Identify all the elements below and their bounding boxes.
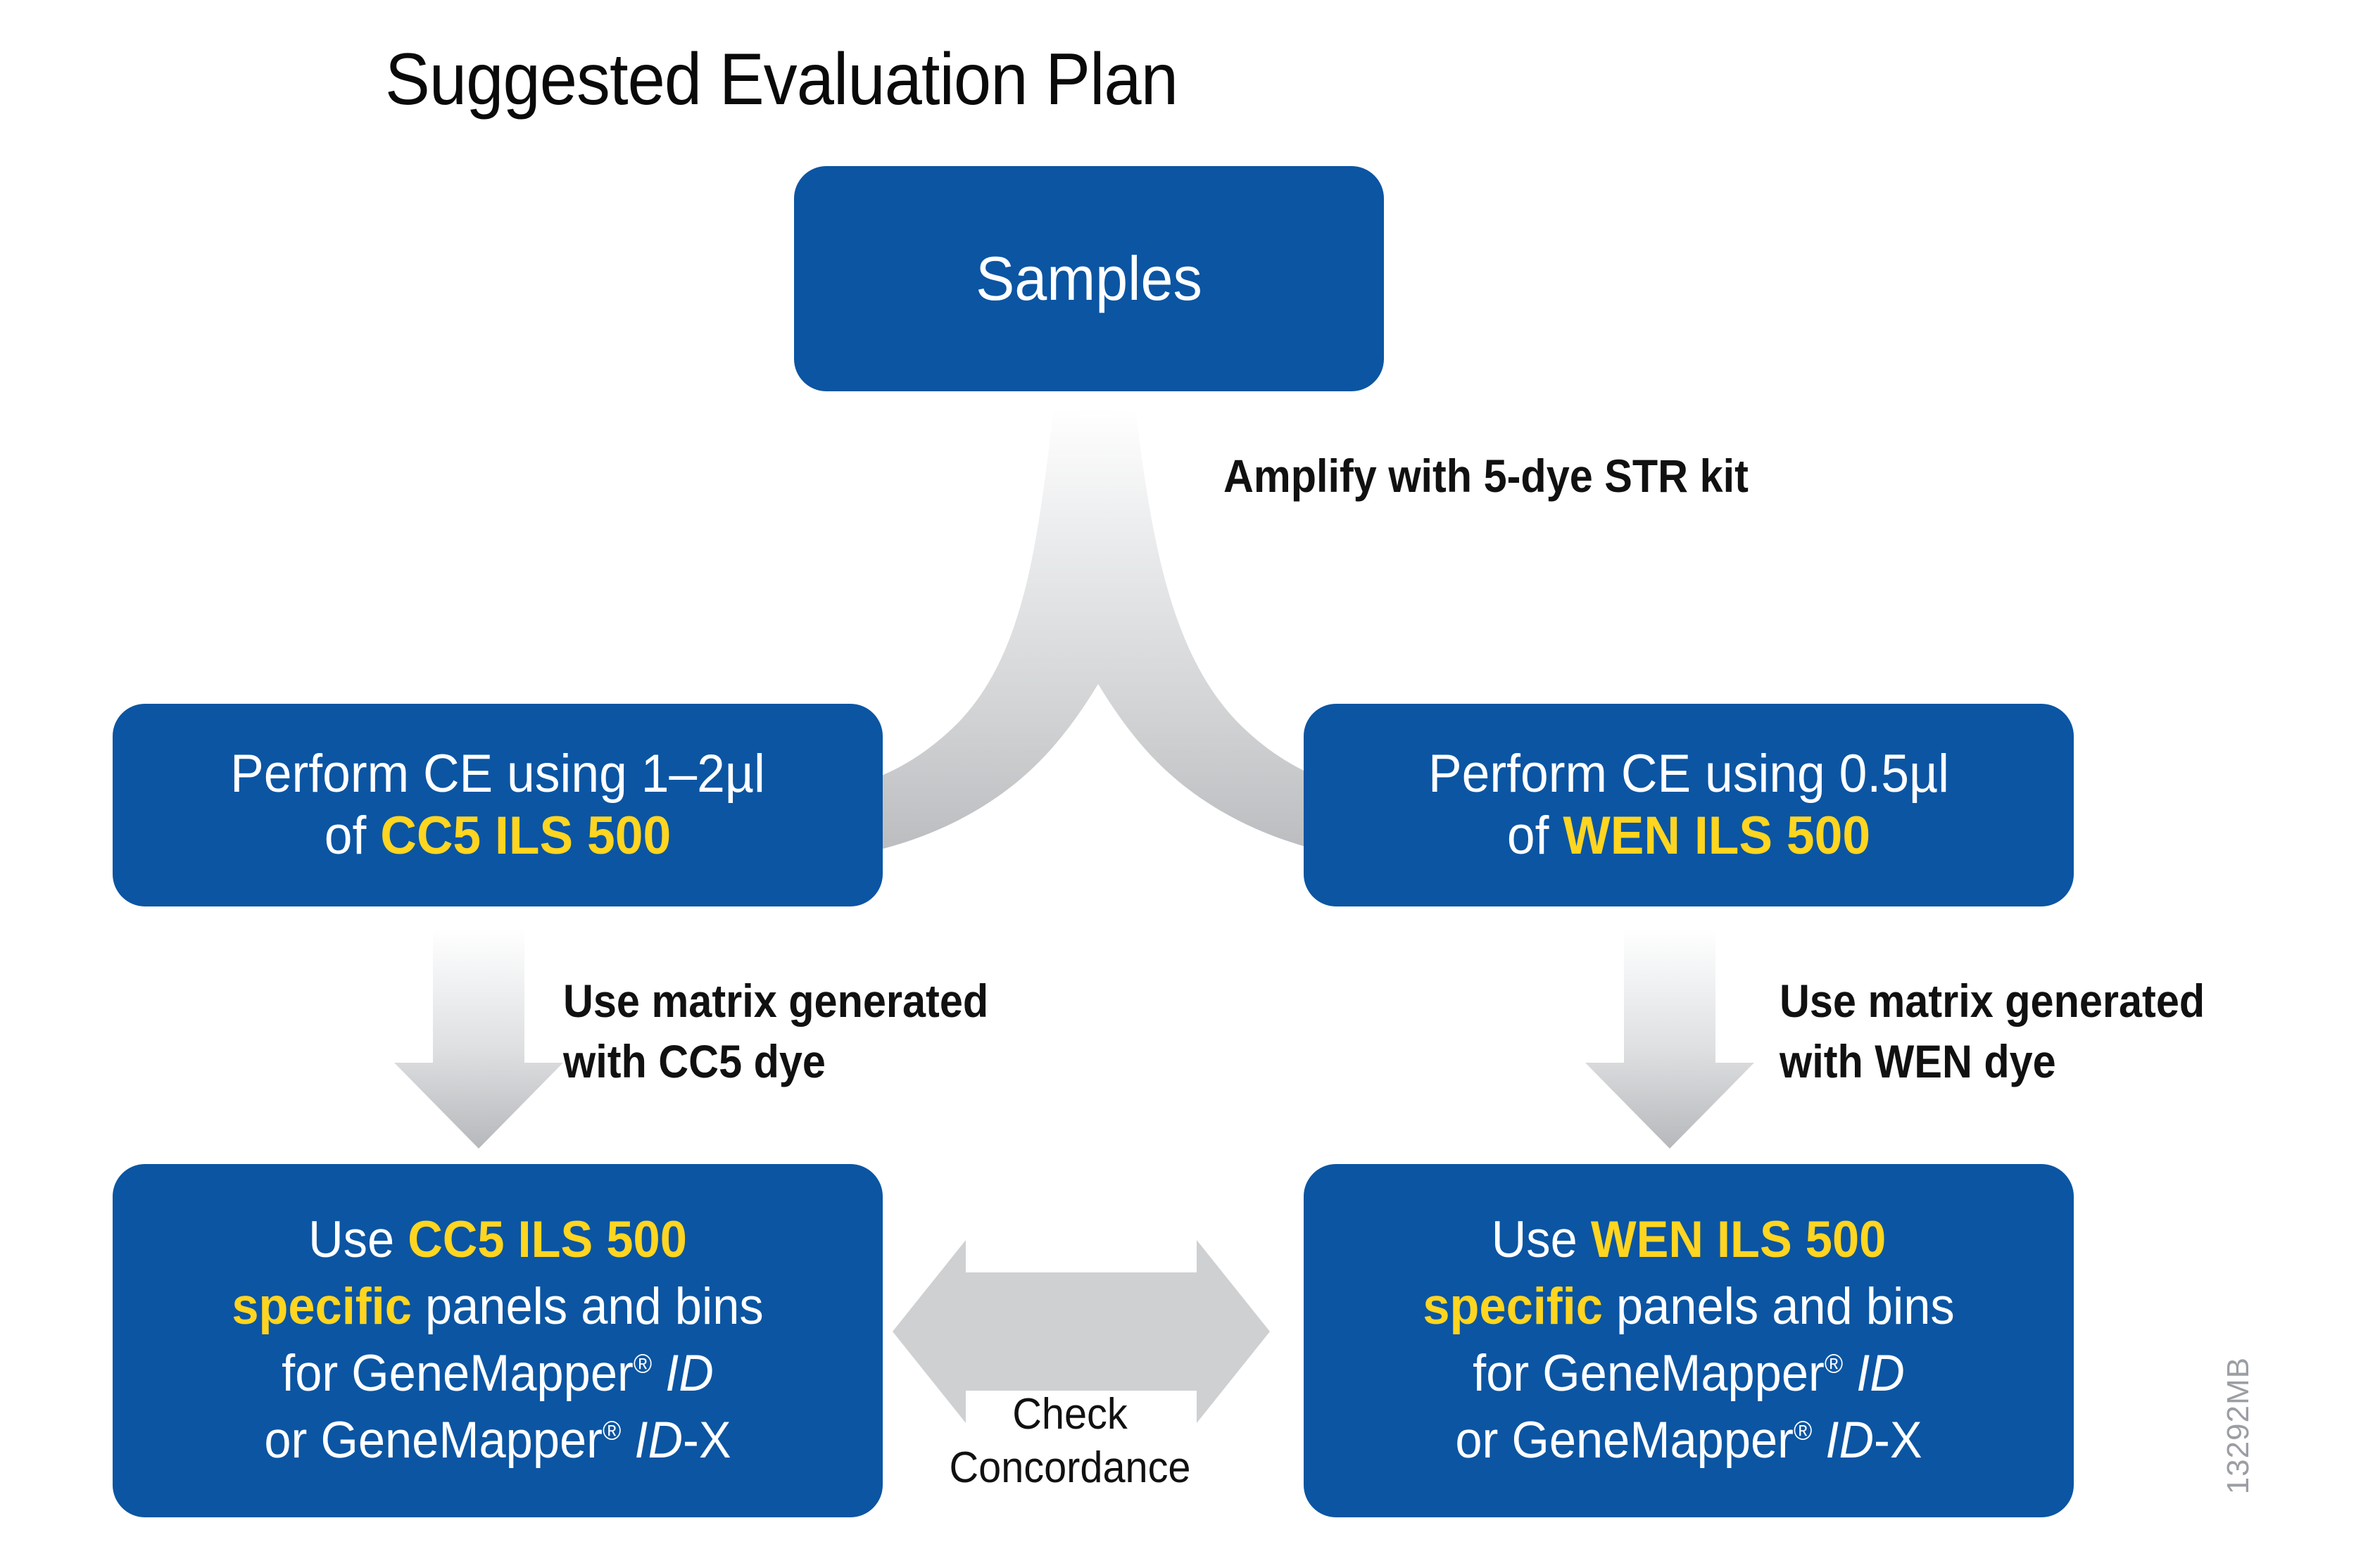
- box-ce-left-line2-highlight: CC5 ILS 500: [380, 806, 672, 866]
- arrow-label-amplify: Amplify with 5-dye STR kit: [1223, 450, 1749, 502]
- registered-trademark-icon: ®: [603, 1416, 622, 1446]
- box-panels-left-line1-prefix: Use: [308, 1211, 408, 1269]
- box-panels-left-line4-prefix: or GeneMapper: [264, 1411, 603, 1469]
- box-panels-right-line4-suffix: -X: [1873, 1411, 1922, 1469]
- side-code-label: 13292MB: [2221, 1357, 2255, 1495]
- arrow-label-matrix-right: Use matrix generated with WEN dye: [1780, 975, 2205, 1087]
- down-arrow-left: [394, 929, 563, 1149]
- box-panels-right-line4-italic: ID: [1825, 1411, 1874, 1469]
- box-panels-right-line3-prefix: for GeneMapper: [1473, 1345, 1825, 1402]
- box-panels-right-line2-rest: panels and bins: [1602, 1278, 1955, 1336]
- box-panels-right-line1-prefix: Use: [1491, 1211, 1591, 1269]
- box-ce-left-text: Perform CE using 1–2µl of CC5 ILS 500: [154, 743, 841, 867]
- box-panels-left[interactable]: Use CC5 ILS 500 specific panels and bins…: [113, 1164, 883, 1517]
- box-ce-left-line2-prefix: of: [324, 806, 381, 866]
- registered-trademark-icon: ®: [633, 1349, 653, 1379]
- box-panels-left-line3-italic: ID: [665, 1345, 714, 1402]
- box-samples-label: Samples: [976, 244, 1202, 313]
- box-panels-left-line4-suffix: -X: [682, 1411, 731, 1469]
- box-ce-right-line2-prefix: of: [1506, 806, 1563, 866]
- box-ce-left-line1: Perform CE using 1–2µl: [230, 743, 765, 804]
- box-panels-right-line1-highlight: WEN ILS 500: [1590, 1211, 1887, 1269]
- box-ce-right-text: Perform CE using 0.5µl of WEN ILS 500: [1345, 743, 2032, 867]
- arrow-label-check-concordance: Check Concordance: [949, 1390, 1191, 1492]
- box-ce-right[interactable]: Perform CE using 0.5µl of WEN ILS 500: [1304, 704, 2074, 906]
- box-panels-left-line1-highlight: CC5 ILS 500: [408, 1211, 687, 1269]
- down-arrow-right: [1585, 929, 1754, 1149]
- box-ce-right-line2-highlight: WEN ILS 500: [1563, 806, 1871, 866]
- box-panels-right-line4-prefix: or GeneMapper: [1455, 1411, 1794, 1469]
- box-panels-right-line2-highlight: specific: [1423, 1278, 1603, 1336]
- box-panels-left-line2-rest: panels and bins: [411, 1278, 764, 1336]
- box-ce-right-line1: Perform CE using 0.5µl: [1428, 743, 1949, 804]
- box-panels-right-text: Use WEN ILS 500 specific panels and bins…: [1345, 1207, 2032, 1474]
- box-panels-left-line4-italic: ID: [634, 1411, 683, 1469]
- registered-trademark-icon: ®: [1794, 1416, 1813, 1446]
- box-panels-right[interactable]: Use WEN ILS 500 specific panels and bins…: [1304, 1164, 2074, 1517]
- registered-trademark-icon: ®: [1824, 1349, 1844, 1379]
- box-panels-left-line2-highlight: specific: [232, 1278, 412, 1336]
- box-panels-left-line3-prefix: for GeneMapper: [282, 1345, 634, 1402]
- box-ce-left[interactable]: Perform CE using 1–2µl of CC5 ILS 500: [113, 704, 883, 906]
- arrow-label-matrix-left: Use matrix generated with CC5 dye: [563, 975, 989, 1087]
- box-samples[interactable]: Samples: [794, 166, 1384, 391]
- page-title: Suggested Evaluation Plan: [384, 39, 1178, 120]
- box-panels-left-text: Use CC5 ILS 500 specific panels and bins…: [154, 1207, 841, 1474]
- box-panels-right-line3-italic: ID: [1856, 1345, 1905, 1402]
